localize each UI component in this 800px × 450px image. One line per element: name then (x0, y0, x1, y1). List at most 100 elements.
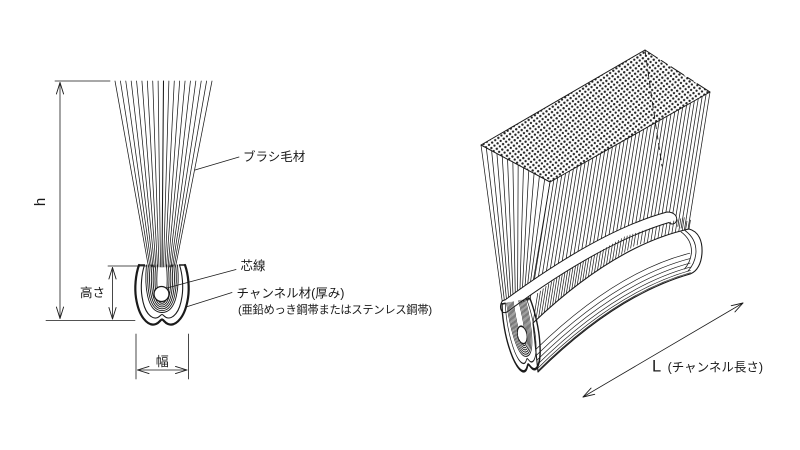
mouth-hatch-line (624, 235, 628, 253)
bristle-line (596, 146, 613, 244)
top-face-dashed-edge (644, 49, 711, 93)
length-caption: (チャンネル長さ) (668, 361, 763, 375)
bristle-line (541, 177, 559, 275)
channel-outer-wall (134, 263, 190, 326)
mouth-hatch-line (685, 220, 688, 231)
length-symbol: L (652, 358, 661, 376)
mouth-hatch-line (618, 238, 622, 257)
bristle-line (677, 98, 699, 227)
bristle-line (665, 106, 684, 213)
dimension-h: h (32, 80, 136, 321)
bristle-line (114, 80, 149, 268)
bristle-line (485, 147, 506, 307)
bristle-line (588, 150, 606, 247)
dimension-channel-width: 幅 (135, 333, 189, 380)
mouth-hatch-line (615, 240, 619, 259)
bristle-line (627, 128, 645, 229)
bristle-line (152, 80, 160, 268)
bristle-line (646, 117, 664, 221)
bristle-line (167, 80, 186, 268)
mouth-hatch-line (551, 277, 558, 307)
mouth-hatch-line (660, 223, 664, 238)
mouth-hatch-line (565, 269, 571, 296)
mouth-hatch-line (674, 219, 678, 234)
channel-material-label-line1: チャンネル材(厚み) (237, 287, 345, 301)
mouth-hatch-line (667, 221, 671, 236)
bristle-line (600, 144, 617, 242)
mouth-hatch-line (585, 257, 590, 279)
length-dimension-line (582, 302, 744, 398)
bristle-line (565, 164, 582, 259)
bristle-line (125, 80, 152, 268)
channel-material-leader-line (185, 292, 233, 308)
bristle-line (507, 158, 514, 305)
shading-line (536, 266, 691, 365)
mouth-hatch-line (557, 274, 563, 303)
mouth-hatch-line (535, 290, 541, 321)
bristle-line (136, 80, 155, 268)
shading-line (536, 262, 691, 361)
bristle-line (592, 148, 609, 246)
mouth-hatch-line (574, 264, 579, 289)
bristle-line (130, 80, 154, 268)
mouth-hatch-line (594, 252, 598, 273)
bristle-fold (147, 264, 177, 312)
mouth-hatch-line (612, 241, 616, 261)
bristle-line (612, 137, 629, 236)
mouth-hatch-line (688, 219, 691, 230)
bristle-line (687, 91, 711, 232)
mouth-hatch-line (633, 232, 637, 247)
height-dimension-label: 高さ (80, 285, 105, 300)
bristle-line (553, 170, 570, 267)
mouth-hatch-line (591, 254, 595, 275)
bristle-fan (114, 80, 213, 268)
bristle-line (557, 168, 574, 264)
length-dimension-label: L (チャンネル長さ) (652, 358, 763, 376)
mouth-hatch-line (681, 217, 685, 232)
bristle-line (537, 179, 555, 278)
bristle-fold (150, 264, 174, 308)
mouth-hatch-line (643, 229, 647, 244)
mouth-hatch-line (636, 231, 640, 246)
channel-inner-wall (140, 264, 184, 319)
mouth-hatch-line (678, 218, 682, 233)
bristle-line (141, 80, 157, 268)
mouth-hatch-line (538, 288, 544, 319)
dimension-channel-height: 高さ (80, 265, 148, 320)
bristle-line (519, 167, 524, 304)
bristle-line (521, 170, 530, 303)
bristle-line (164, 80, 175, 268)
bristle-label: ブラシ毛材 (243, 149, 305, 164)
bristle-fold (154, 264, 170, 304)
bristle-leader-line (194, 156, 240, 171)
mouth-hatch-line (597, 250, 601, 271)
bristle-line (674, 100, 695, 224)
bristle-line (569, 161, 586, 257)
mouth-hatch-line (554, 276, 560, 305)
bristle-line (616, 135, 633, 234)
bristle-fold (152, 264, 172, 306)
bristle-line (157, 80, 161, 268)
bristle-line (635, 124, 652, 225)
width-dimension-label: 幅 (156, 354, 169, 369)
mouth-hatch-line (647, 228, 650, 243)
bristle-line (480, 144, 504, 308)
perspective-view: L (チャンネル長さ) (480, 49, 763, 398)
bristle-line (661, 109, 680, 215)
channel-mouth-hatch (532, 217, 691, 324)
bristle-fold (149, 264, 175, 310)
dimension-channel-length: L (チャンネル長さ) (582, 302, 763, 398)
front-face-bristles (533, 91, 711, 281)
bristle-line (161, 80, 165, 268)
bristle-line (545, 175, 563, 273)
bristle-line (619, 133, 637, 232)
bristle-line (525, 175, 540, 302)
bristle-line (657, 111, 676, 216)
hidden-edge-dashed-line (644, 49, 663, 167)
mouth-hatch-line (621, 236, 625, 255)
cross-section-view: h 高さ 幅 ブラシ毛材 芯線 チャンネル材(厚み) (亜鉛めっき鋼帯またはステ… (32, 80, 433, 380)
bristle-line (654, 113, 672, 218)
channel-front-face (532, 228, 703, 373)
brush-top-face (480, 49, 711, 183)
